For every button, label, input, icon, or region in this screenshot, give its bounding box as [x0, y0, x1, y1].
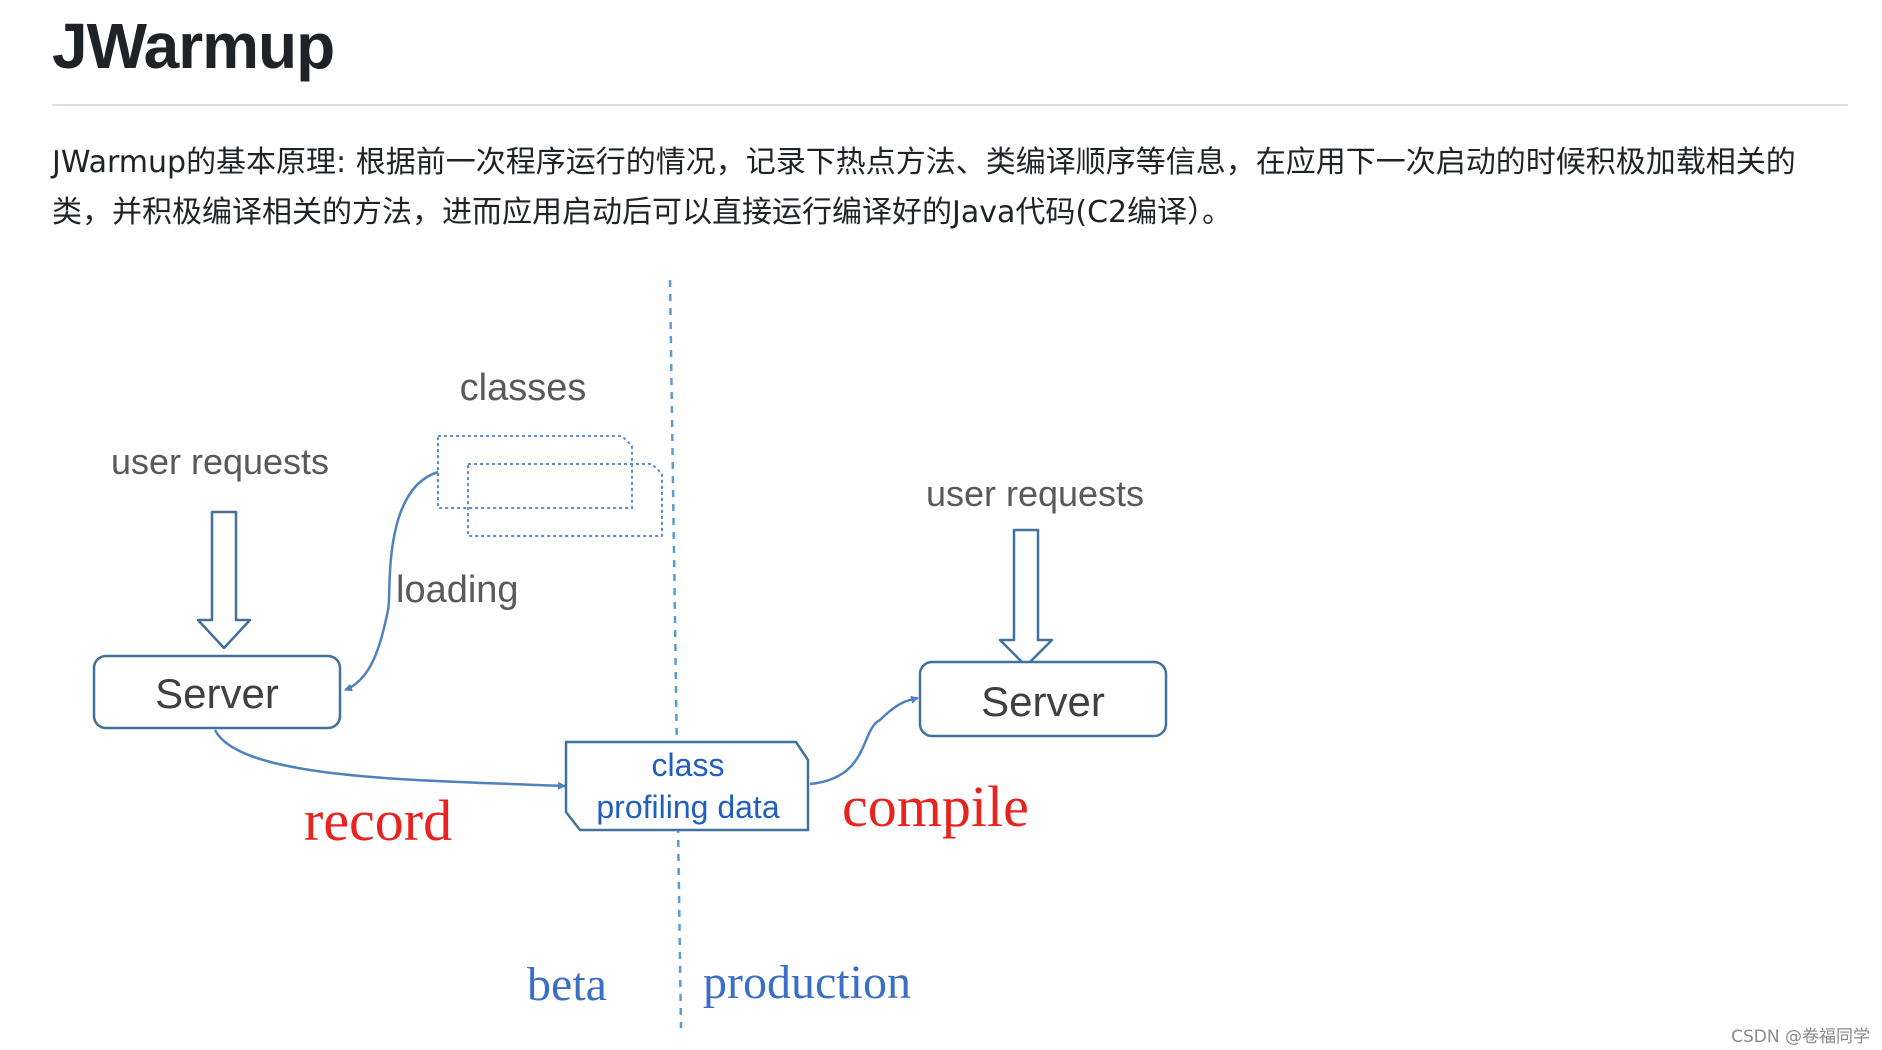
profiling-data-label-line1: class: [652, 747, 725, 783]
record-label: record: [304, 788, 452, 853]
left-server-box: [92, 654, 342, 730]
right-server-label: Server: [981, 678, 1105, 725]
loading-label: loading: [396, 569, 519, 611]
compile-label: compile: [842, 774, 1029, 839]
left-user-requests-label: user requests: [111, 441, 329, 482]
left-server-label: Server: [155, 670, 279, 717]
beta-production-divider: [668, 279, 683, 1029]
production-label: production: [703, 956, 911, 1009]
class-file-back-icon: [437, 435, 633, 509]
profiling-data-box: [564, 740, 810, 832]
compile-connector: [809, 695, 919, 786]
right-user-requests-label: user requests: [926, 473, 1144, 514]
right-request-arrow: [998, 528, 1054, 668]
left-request-arrow: [196, 510, 252, 650]
right-server-box: [918, 660, 1168, 738]
loading-connector: [344, 470, 439, 692]
class-file-front-icon: [467, 463, 663, 537]
title-divider: [52, 104, 1848, 106]
record-connector: [213, 729, 566, 790]
classes-label: classes: [460, 367, 587, 409]
description-paragraph: JWarmup的基本原理: 根据前一次程序运行的情况，记录下热点方法、类编译顺序…: [52, 145, 1796, 230]
profiling-data-label-line2: profiling data: [596, 789, 779, 825]
watermark: CSDN @卷福同学: [1731, 1027, 1870, 1047]
page-title: JWarmup: [52, 10, 335, 82]
beta-label: beta: [527, 958, 607, 1011]
